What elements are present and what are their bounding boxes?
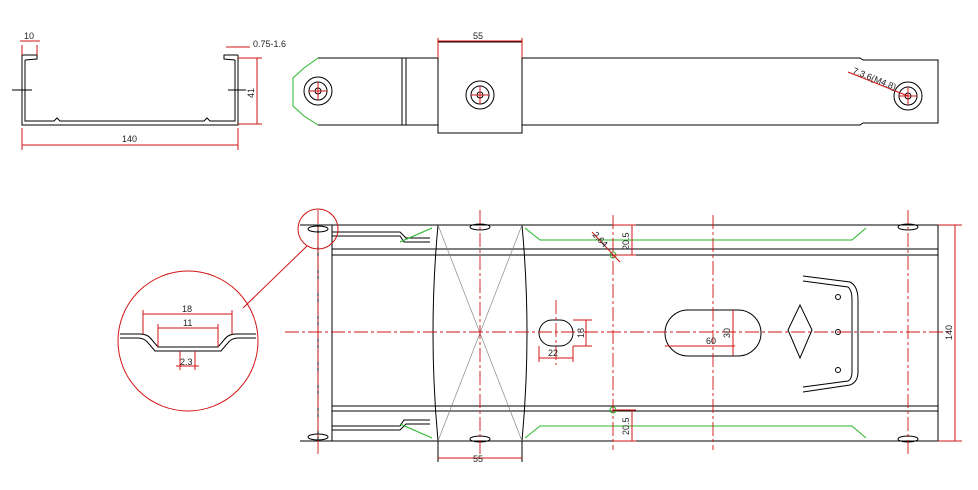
dim-total-w-label: 140 xyxy=(944,325,954,340)
bend-bottom xyxy=(399,423,867,439)
profile-outer xyxy=(21,55,239,126)
detail-groove-outer xyxy=(120,333,256,348)
detail-groove-inner xyxy=(120,337,256,352)
side-view: 55 7.3.6(M4.8) xyxy=(292,31,939,134)
dim-slot-w-label: 22 xyxy=(548,348,558,358)
dim-edge-bottom-label: 20.5 xyxy=(621,417,631,435)
dim-hole-label: 7.3.6(M4.8) xyxy=(851,66,897,93)
dim-hole-leader xyxy=(847,71,909,97)
detail-circle xyxy=(117,270,259,412)
dim-flange-label: 10 xyxy=(24,31,34,41)
plan-view: 55 22 18 60 30 140 20.5 20.5 2.64 xyxy=(285,210,962,464)
dim-plan-plate-label: 55 xyxy=(473,454,483,464)
detail-marker-circle xyxy=(297,208,339,250)
dim-oval-w-label: 60 xyxy=(706,336,716,346)
dim-hole-note-label: 2.64 xyxy=(591,230,610,250)
rail-top-left xyxy=(332,231,430,243)
bend-top xyxy=(399,227,867,243)
dim-detail-outer-label: 18 xyxy=(182,304,192,314)
dim-detail-depth-label: 2.3 xyxy=(180,357,193,367)
side-outline xyxy=(318,41,939,134)
rail-bottom-left xyxy=(332,419,430,431)
dim-oval-h-label: 30 xyxy=(722,328,732,338)
dim-slot-h-label: 18 xyxy=(576,328,586,338)
dim-plate-label: 55 xyxy=(473,31,483,41)
profile-view: 10 0.75-1.6 41 140 xyxy=(12,31,286,150)
dim-height-label: 41 xyxy=(246,88,256,98)
profile-left-lip xyxy=(22,54,38,61)
side-bend-line xyxy=(292,57,319,126)
profile-inner xyxy=(24,60,236,122)
detail-view: 18 11 2.3 xyxy=(117,208,339,412)
diamond-tab xyxy=(787,303,813,360)
dim-hole-note-leader xyxy=(591,231,621,263)
dim-detail-inner-label: 11 xyxy=(183,318,192,328)
rivet-2 xyxy=(465,80,495,110)
detail-leader xyxy=(242,245,308,309)
rivet-1 xyxy=(303,76,333,106)
profile-right-lip xyxy=(223,54,238,61)
dim-thickness-label: 0.75-1.6 xyxy=(253,39,286,49)
dim-edge-top-label: 20.5 xyxy=(621,232,631,250)
dim-width-label: 140 xyxy=(122,134,137,144)
bracket xyxy=(802,275,859,393)
